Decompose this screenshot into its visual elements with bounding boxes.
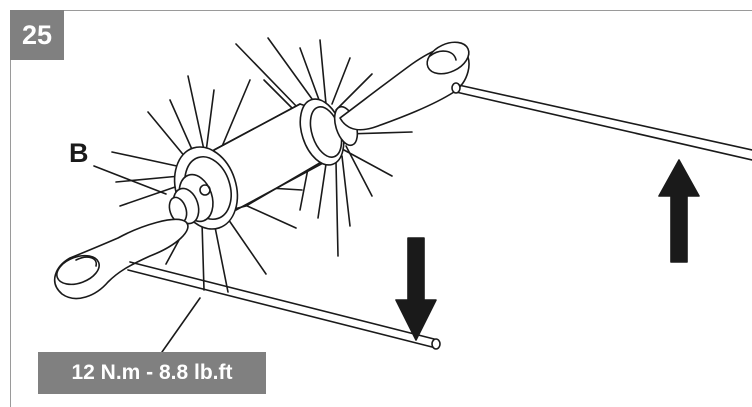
callout-leader-b xyxy=(93,165,167,195)
callout-leader-torque xyxy=(161,297,201,353)
tool-left xyxy=(53,218,441,353)
step-number-badge: 25 xyxy=(10,10,64,60)
torque-spec-badge: 12 N.m - 8.8 lb.ft xyxy=(38,352,266,394)
arrow-down-icon xyxy=(395,237,437,341)
arrow-up-icon xyxy=(658,159,700,263)
part-label-b: B xyxy=(69,138,89,168)
panel-border-top xyxy=(10,10,752,11)
spokes-right-flange xyxy=(235,37,413,257)
panel-border-left xyxy=(10,10,11,407)
torque-spec-text: 12 N.m - 8.8 lb.ft xyxy=(71,361,233,384)
hub-flange-left xyxy=(168,146,239,230)
tool-right xyxy=(339,41,752,161)
step-number: 25 xyxy=(21,19,53,50)
